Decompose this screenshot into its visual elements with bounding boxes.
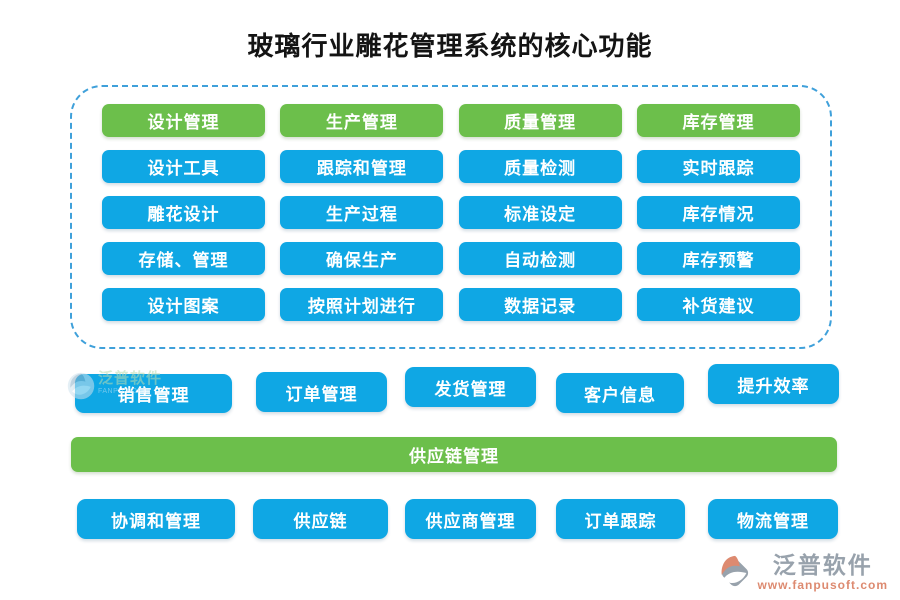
fanpu-logo-icon — [722, 555, 749, 586]
chip-order-tracking: 订单跟踪 — [556, 499, 685, 539]
chip-tracking-and-management: 跟踪和管理 — [280, 150, 444, 183]
chip-quality-management: 质量管理 — [458, 104, 622, 137]
chip-replenishment-advice: 补货建议 — [636, 288, 800, 321]
chip-sales-management: 销售管理 — [75, 374, 232, 413]
core-modules-panel: 设计管理 生产管理 质量管理 库存管理 设计工具 跟踪和管理 质量检测 实时跟踪… — [70, 85, 832, 349]
chip-storage-management: 存储、管理 — [102, 242, 265, 275]
chip-data-recording: 数据记录 — [458, 288, 622, 321]
page-title: 玻璃行业雕花管理系统的核心功能 — [247, 31, 653, 61]
chip-inventory-management: 库存管理 — [636, 104, 800, 137]
vendor-name: 泛普软件 — [772, 551, 873, 578]
chip-design-tools: 设计工具 — [102, 150, 265, 183]
chip-shipping-management: 发货管理 — [405, 367, 536, 407]
chip-inventory-alert: 库存预警 — [636, 242, 800, 275]
chip-design-management: 设计管理 — [102, 104, 265, 137]
chip-production-process: 生产过程 — [280, 196, 444, 229]
chip-logistics-management: 物流管理 — [708, 499, 838, 539]
chip-supply-chain: 供应链 — [253, 499, 388, 539]
chip-coordination-management: 协调和管理 — [77, 499, 235, 539]
vendor-url: www.fanpusoft.com — [757, 578, 888, 592]
chip-inventory-status: 库存情况 — [636, 196, 800, 229]
chip-supplier-management: 供应商管理 — [405, 499, 536, 539]
chip-customer-info: 客户信息 — [556, 373, 684, 413]
chip-realtime-tracking: 实时跟踪 — [636, 150, 800, 183]
chip-follow-plan: 按照计划进行 — [280, 288, 444, 321]
supply-chain-banner: 供应链管理 — [71, 437, 837, 472]
chip-ensure-production: 确保生产 — [280, 242, 444, 275]
chip-efficiency-improvement: 提升效率 — [708, 364, 839, 404]
chip-engraving-design: 雕花设计 — [102, 196, 265, 229]
chip-standard-setting: 标准设定 — [458, 196, 622, 229]
chip-production-management: 生产管理 — [280, 104, 444, 137]
chip-quality-inspection: 质量检测 — [458, 150, 622, 183]
chip-order-management: 订单管理 — [256, 372, 387, 412]
chip-auto-detection: 自动检测 — [458, 242, 622, 275]
vendor-logo: 泛普软件 www.fanpusoft.com — [716, 553, 888, 592]
chip-design-patterns: 设计图案 — [102, 288, 265, 321]
